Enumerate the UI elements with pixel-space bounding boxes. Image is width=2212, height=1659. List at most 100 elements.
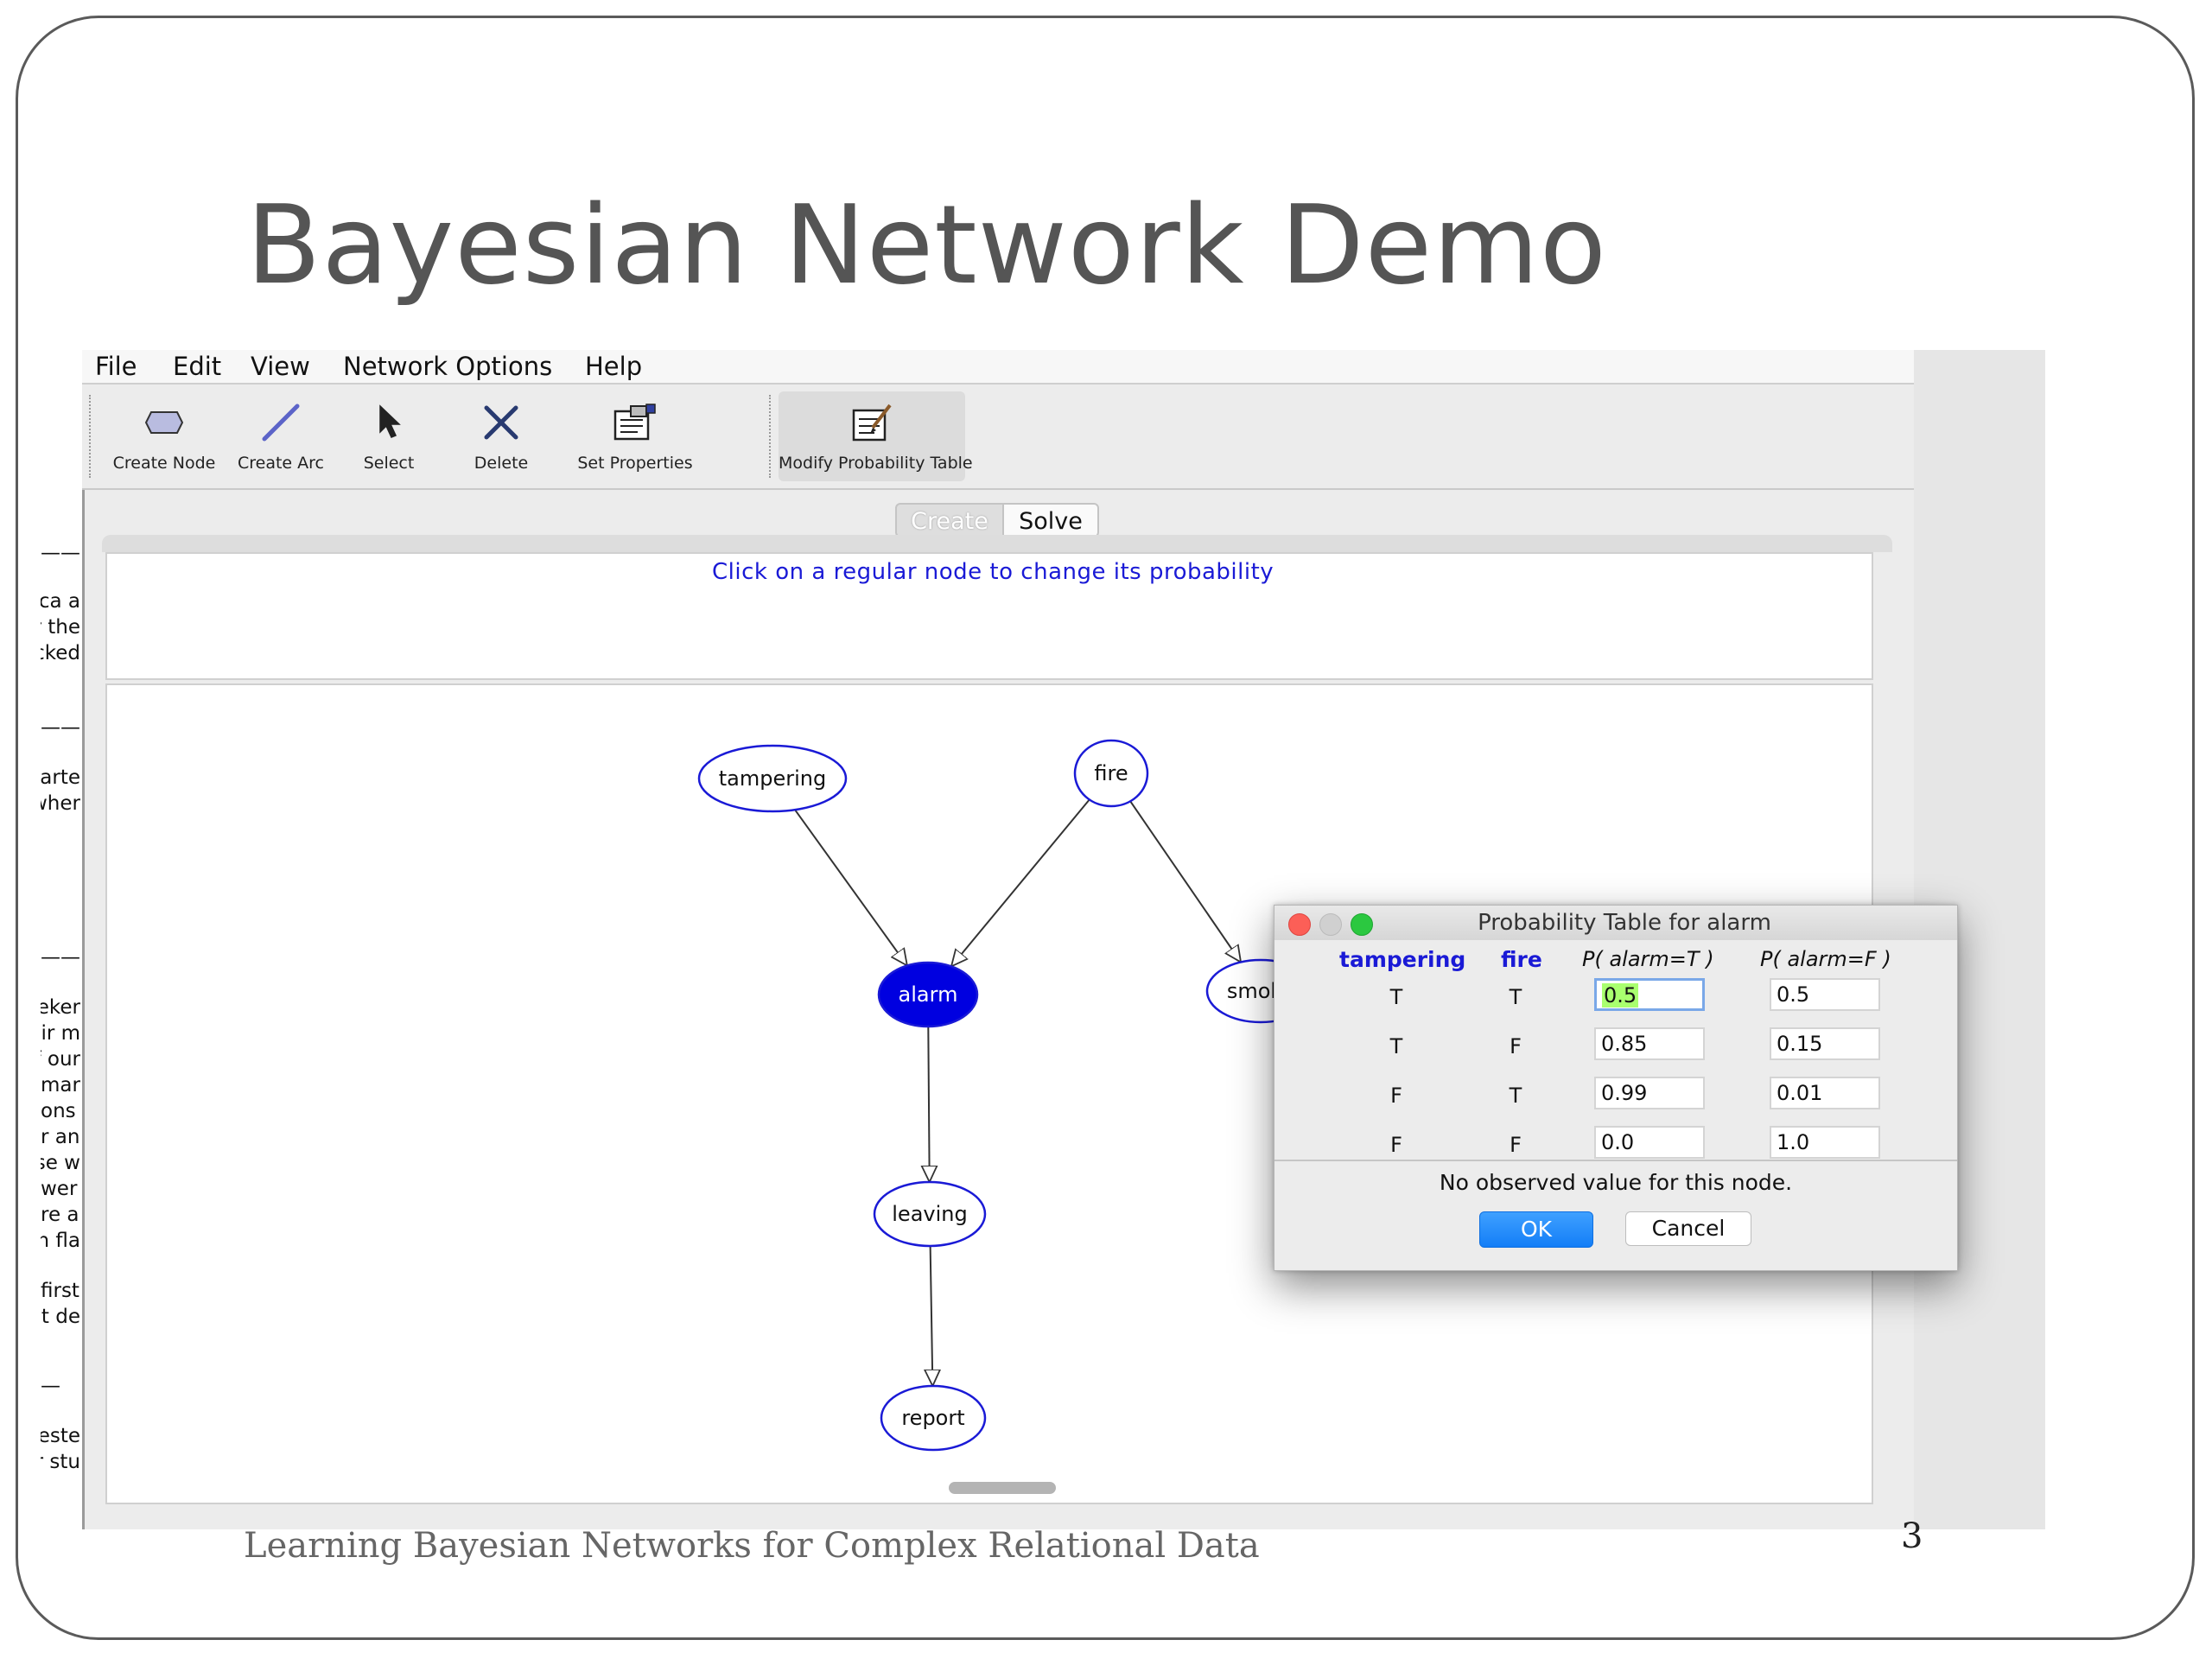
- doc-fragment: ——: [41, 946, 80, 969]
- edge-leaving-to-report[interactable]: [931, 1245, 933, 1386]
- cell-tampering: T: [1389, 985, 1403, 1009]
- p-false-field[interactable]: 0.5: [1770, 978, 1880, 1011]
- create-arc-label: Create Arc: [237, 454, 324, 473]
- menu-view[interactable]: View: [251, 352, 310, 381]
- p-true-field[interactable]: 0.0: [1594, 1126, 1705, 1159]
- edge-fire-to-smoke[interactable]: [1129, 800, 1241, 962]
- column-header-p-true: P( alarm=T ): [1582, 947, 1714, 971]
- dialog-titlebar: Probability Table for alarm: [1274, 906, 1957, 941]
- toolbar-grip: [89, 395, 91, 478]
- delete-button[interactable]: Delete: [449, 391, 553, 481]
- doc-fragment: —: [41, 1375, 60, 1397]
- slide-page-number: 3: [1901, 1516, 1923, 1556]
- doc-fragment: este: [41, 1425, 80, 1447]
- edit-table-icon: [779, 400, 965, 445]
- tab-solve[interactable]: Solve: [1002, 503, 1099, 537]
- doc-fragment: mar: [41, 1074, 80, 1096]
- node-label-tampering: tampering: [719, 766, 826, 791]
- doc-fragment: r the: [41, 616, 80, 639]
- menu-network-options[interactable]: Network Options: [343, 352, 553, 381]
- doc-fragment: r stu: [41, 1451, 80, 1473]
- cell-tampering: T: [1389, 1034, 1403, 1058]
- doc-fragment: r an: [41, 1126, 80, 1148]
- background-document-strip: —— ca a r the cked —— arte wher —— eker …: [41, 350, 85, 1529]
- doc-fragment: re a: [41, 1204, 79, 1226]
- doc-fragment: wher: [41, 792, 80, 815]
- node-label-fire: fire: [1094, 761, 1128, 785]
- p-false-field[interactable]: 1.0: [1770, 1126, 1880, 1159]
- node-ellipse-leaving[interactable]: [873, 1180, 987, 1248]
- p-false-field[interactable]: 0.01: [1770, 1077, 1880, 1109]
- create-arc-button[interactable]: Create Arc: [229, 391, 333, 481]
- cell-fire: F: [1510, 1133, 1522, 1157]
- doc-fragment: eker: [41, 996, 80, 1019]
- menu-help[interactable]: Help: [585, 352, 643, 381]
- column-header-fire: fire: [1501, 947, 1542, 972]
- node-shape-icon: [108, 400, 220, 445]
- edge-tampering-to-alarm[interactable]: [794, 809, 907, 965]
- node-tampering[interactable]: tampering: [697, 744, 848, 813]
- cancel-button[interactable]: Cancel: [1625, 1211, 1751, 1246]
- app-screenshot: —— ca a r the cked —— arte wher —— eker …: [41, 350, 2045, 1529]
- doc-fragment: it de: [41, 1306, 80, 1328]
- p-true-field[interactable]: 0.99: [1594, 1077, 1705, 1109]
- dialog-title: Probability Table for alarm: [1478, 910, 1771, 936]
- menu-bar: File Edit View Network Options Help: [82, 350, 1914, 385]
- cursor-arrow-icon: [341, 400, 436, 445]
- panel-header-strip: [102, 535, 1892, 552]
- properties-sheet-icon: [570, 400, 700, 445]
- edge-fire-to-alarm[interactable]: [951, 798, 1090, 966]
- doc-fragment: h fla: [41, 1230, 80, 1252]
- doc-fragment: ca a: [41, 590, 80, 613]
- doc-fragment: se w: [41, 1152, 80, 1174]
- doc-fragment: first: [41, 1280, 79, 1302]
- maximize-window-icon[interactable]: [1351, 913, 1373, 936]
- doc-fragment: arte: [41, 766, 80, 789]
- probability-table: tampering fire P( alarm=T ) P( alarm=F )…: [1274, 940, 1957, 1161]
- create-node-button[interactable]: Create Node: [108, 391, 220, 481]
- node-label-report: report: [901, 1406, 964, 1430]
- toolbar-separator: [769, 395, 771, 478]
- cell-tampering: F: [1390, 1133, 1402, 1157]
- menu-edit[interactable]: Edit: [173, 352, 222, 381]
- node-ellipse-tampering[interactable]: [697, 744, 848, 813]
- set-properties-label: Set Properties: [577, 454, 693, 473]
- node-report[interactable]: report: [880, 1384, 987, 1452]
- horizontal-scrollbar[interactable]: [949, 1482, 1056, 1494]
- slide-footer: Learning Bayesian Networks for Complex R…: [244, 1526, 1260, 1566]
- modify-probability-table-label: Modify Probability Table: [779, 454, 973, 473]
- doc-fragment: wer: [41, 1178, 78, 1200]
- cell-fire: F: [1510, 1034, 1522, 1058]
- node-ellipse-alarm[interactable]: [877, 961, 979, 1028]
- set-properties-button[interactable]: Set Properties: [570, 391, 700, 481]
- menu-file[interactable]: File: [95, 352, 137, 381]
- doc-fragment: ons: [41, 1100, 76, 1122]
- edge-alarm-to-leaving[interactable]: [928, 1026, 929, 1182]
- ok-button[interactable]: OK: [1479, 1211, 1593, 1248]
- p-true-field[interactable]: 0.5: [1594, 978, 1705, 1011]
- column-header-tampering: tampering: [1339, 947, 1466, 972]
- node-ellipse-fire[interactable]: [1073, 739, 1149, 808]
- doc-fragment: ——: [41, 542, 80, 564]
- arc-line-icon: [229, 400, 333, 445]
- tab-create[interactable]: Create: [895, 503, 1004, 537]
- p-true-field[interactable]: 0.85: [1594, 1027, 1705, 1060]
- select-button[interactable]: Select: [341, 391, 436, 481]
- node-fire[interactable]: fire: [1073, 739, 1149, 808]
- doc-fragment: cked: [41, 642, 80, 664]
- toolbar: Create Node Create Arc Select Delete: [82, 385, 1914, 490]
- cell-tampering: F: [1390, 1084, 1402, 1108]
- observation-status: No observed value for this node.: [1439, 1170, 1793, 1195]
- node-leaving[interactable]: leaving: [873, 1180, 987, 1248]
- cell-fire: T: [1509, 1084, 1522, 1108]
- modify-probability-table-button[interactable]: Modify Probability Table: [779, 391, 973, 481]
- doc-fragment: ——: [41, 716, 80, 739]
- delete-x-icon: [449, 400, 553, 445]
- node-ellipse-report[interactable]: [880, 1384, 987, 1452]
- node-alarm[interactable]: alarm: [877, 961, 979, 1028]
- cell-fire: T: [1509, 985, 1522, 1009]
- minimize-window-icon[interactable]: [1319, 913, 1342, 936]
- p-false-field[interactable]: 0.15: [1770, 1027, 1880, 1060]
- close-window-icon[interactable]: [1288, 913, 1311, 936]
